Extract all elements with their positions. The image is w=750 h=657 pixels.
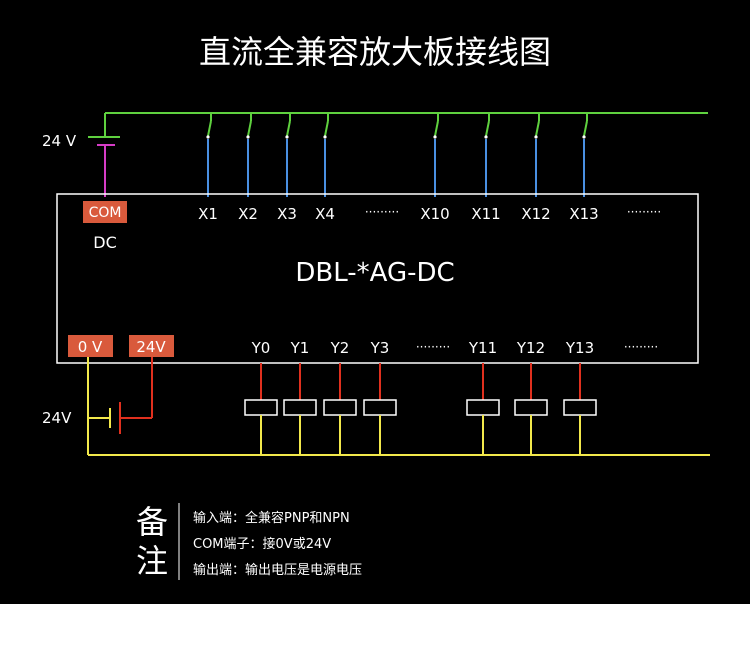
relay-coil-y3 <box>363 399 397 416</box>
dc-label: DC <box>93 233 117 252</box>
output-label-y2: Y2 <box>330 339 350 357</box>
relay-coil-y12 <box>514 399 548 416</box>
board-outline <box>56 193 699 364</box>
com-terminal-label: COM <box>89 205 122 221</box>
input-label-x4: X4 <box>315 205 335 223</box>
notes-line-input: 输入端：全兼容PNP和NPN <box>193 510 350 526</box>
output-loads <box>244 363 597 455</box>
switch-node-x12 <box>534 135 538 139</box>
output-dots-end: ········· <box>624 340 658 354</box>
switch-contact-x11 <box>485 120 490 137</box>
output-label-y11: Y11 <box>468 339 497 357</box>
switch-contact-x2 <box>247 120 252 137</box>
notes-heading-1: 备 <box>136 503 168 541</box>
switch-node-x10 <box>433 135 437 139</box>
output-label-y3: Y3 <box>370 339 390 357</box>
notes-line-com: COM端子：接0V或24V <box>193 536 331 552</box>
switch-contact-x10 <box>434 120 439 137</box>
input-label-x11: X11 <box>471 205 500 223</box>
notes-heading-2: 注 <box>136 542 168 580</box>
input-terminal-labels: X1 X2 X3 X4 X10 X11 X12 X13 <box>198 205 599 223</box>
input-label-x3: X3 <box>277 205 297 223</box>
diagram-title: 直流全兼容放大板接线图 <box>199 33 551 71</box>
zero-v-terminal-box <box>68 335 113 357</box>
output-label-y1: Y1 <box>290 339 310 357</box>
relay-coil-y11 <box>466 399 500 416</box>
relay-coil-y0 <box>244 399 278 416</box>
input-switches <box>206 113 588 197</box>
relay-coil-y2 <box>323 399 357 416</box>
switch-node-x1 <box>206 135 210 139</box>
board-model: DBL-*AG-DC <box>295 258 454 288</box>
output-dots-middle: ········· <box>416 340 450 354</box>
output-terminal-labels: Y0 Y1 Y2 Y3 Y11 Y12 Y13 <box>251 339 594 357</box>
switch-contact-x1 <box>207 120 212 137</box>
switch-node-x2 <box>246 135 250 139</box>
zero-v-terminal-label: 0 V <box>78 338 103 356</box>
switch-node-x13 <box>582 135 586 139</box>
switch-contact-x12 <box>535 120 540 137</box>
switch-contact-x4 <box>324 120 329 137</box>
notes-line-output: 输出端：输出电压是电源电压 <box>193 562 362 578</box>
output-label-y0: Y0 <box>251 339 271 357</box>
switch-node-x11 <box>484 135 488 139</box>
top-supply-voltage-label: 24 V <box>42 132 77 150</box>
bottom-supply-voltage-label: 24V <box>42 409 72 427</box>
input-label-x10: X10 <box>420 205 449 223</box>
output-label-y12: Y12 <box>516 339 545 357</box>
switch-node-x3 <box>285 135 289 139</box>
switch-node-x4 <box>323 135 327 139</box>
input-label-x13: X13 <box>569 205 598 223</box>
v24-terminal-label: 24V <box>136 338 166 356</box>
com-terminal-box <box>83 201 127 223</box>
input-label-x12: X12 <box>521 205 550 223</box>
relay-coil-y13 <box>563 399 597 416</box>
switch-contact-x13 <box>583 120 588 137</box>
input-label-x1: X1 <box>198 205 218 223</box>
switch-contact-x3 <box>286 120 291 137</box>
v24-terminal-box <box>129 335 174 357</box>
relay-coil-y1 <box>283 399 317 416</box>
input-label-x2: X2 <box>238 205 258 223</box>
input-dots-middle: ········· <box>365 205 399 219</box>
output-label-y13: Y13 <box>565 339 594 357</box>
input-dots-end: ········· <box>627 205 661 219</box>
